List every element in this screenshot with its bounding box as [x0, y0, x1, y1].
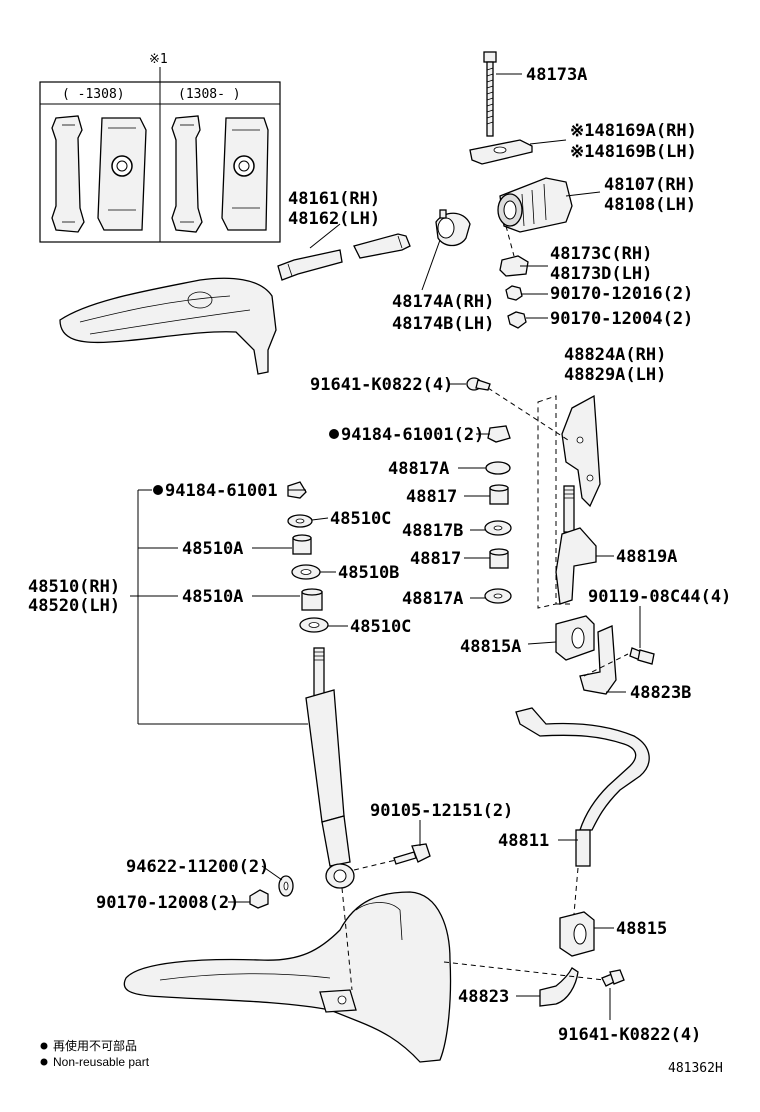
bolt-48173a-icon	[483, 51, 497, 137]
upper-arm-icon	[59, 277, 277, 375]
label-48173a: 48173A	[526, 65, 587, 85]
shim-bracket-icon	[97, 117, 147, 231]
nut-90170-12008-icon	[249, 889, 269, 909]
washer-48510c-bottom-icon	[299, 617, 329, 633]
label-48817b: 48817B	[402, 521, 463, 541]
bushing-48815a-icon	[555, 615, 595, 661]
label-48174b: 48174B(LH)	[392, 314, 494, 334]
label-48510a-top: 48510A	[182, 539, 243, 559]
bracket-48823-icon	[539, 967, 579, 1007]
label-48817-bottom: 48817	[410, 549, 461, 569]
cushion-48817-bottom-icon	[489, 548, 509, 569]
nut-90170-12016-icon	[505, 285, 523, 301]
label-94184-a: 94184-61001(2)	[341, 425, 484, 445]
label-48510b: 48510B	[338, 563, 399, 583]
label-48174a: 48174A(RH)	[392, 292, 494, 312]
non-reusable-dot-icon	[153, 485, 163, 495]
bolt-90119-icon	[629, 647, 655, 665]
label-94622: 94622-11200(2)	[126, 857, 269, 877]
bolt-91641-bottom-icon	[601, 969, 625, 987]
label-48510c-bottom: 48510C	[350, 617, 411, 637]
label-90170-12004: 90170-12004(2)	[550, 309, 693, 329]
retainer-48817b-icon	[484, 520, 512, 536]
part-labels: 48173A ※148169A(RH) ※148169B(LH) 48107(R…	[28, 65, 731, 1045]
label-48815: 48815	[616, 919, 667, 939]
label-48823: 48823	[458, 987, 509, 1007]
stopper-48173c-icon	[499, 255, 529, 277]
label-91641-bottom: 91641-K0822(4)	[558, 1025, 701, 1045]
inset-col-right: (1308- )	[178, 87, 241, 102]
label-48811: 48811	[498, 831, 549, 851]
stabilizer-bar-icon	[515, 707, 650, 867]
label-48107: 48107(RH)	[604, 175, 696, 195]
lower-arm-icon	[123, 891, 452, 1063]
label-48162: 48162(LH)	[288, 209, 380, 229]
washer-94622-icon	[278, 875, 294, 897]
washer-48817a-bottom-icon	[484, 588, 512, 604]
retainer-48169-icon	[469, 139, 533, 165]
label-48819a: 48819A	[616, 547, 677, 567]
bolt-90105-icon	[393, 843, 431, 865]
label-48829a: 48829A(LH)	[564, 365, 666, 385]
bolt-91641-top-icon	[466, 377, 491, 391]
shim-plate-new-icon	[171, 115, 203, 233]
label-48823b: 48823B	[630, 683, 691, 703]
bracket-48823b-icon	[579, 625, 617, 695]
label-48510a-bottom: 48510A	[182, 587, 243, 607]
label-48817a-top: 48817A	[388, 459, 449, 479]
camber-shaft-icon	[277, 233, 411, 281]
label-48169a: ※148169A(RH)	[570, 121, 697, 141]
inset-panel: ※1 ( -1308) (1308- )	[39, 52, 281, 243]
legend-note-jp: 再使用不可部品	[53, 1038, 137, 1053]
label-48817a-bottom: 48817A	[402, 589, 463, 609]
cushion-48817-top-icon	[489, 484, 509, 505]
label-91641-top: 91641-K0822(4)	[310, 375, 453, 395]
bracket-48824a-icon	[561, 394, 601, 508]
cushion-48510a-top-icon	[292, 534, 312, 555]
label-48169b: ※148169B(LH)	[570, 142, 697, 162]
bushing-48815-icon	[559, 911, 595, 957]
legend-dot-icon	[40, 1042, 48, 1050]
shim-bracket-new-icon	[221, 117, 269, 231]
inset-col-left: ( -1308)	[62, 87, 125, 102]
retainer-48510b-icon	[291, 564, 321, 580]
shock-absorber-icon	[305, 647, 355, 889]
label-90105: 90105-12151(2)	[370, 801, 513, 821]
label-90170-12016: 90170-12016(2)	[550, 284, 693, 304]
label-48824a: 48824A(RH)	[564, 345, 666, 365]
inset-mark: ※1	[149, 52, 168, 67]
label-48173c: 48173C(RH)	[550, 244, 652, 264]
non-reusable-dot-icon	[329, 429, 339, 439]
label-48173d: 48173D(LH)	[550, 264, 652, 284]
label-48161: 48161(RH)	[288, 189, 380, 209]
label-90170-12008: 90170-12008(2)	[96, 893, 239, 913]
label-90119: 90119-08C44(4)	[588, 587, 731, 607]
leader-lines	[130, 73, 641, 1020]
nut-94184-a-icon	[487, 425, 511, 443]
label-48520lh: 48520(LH)	[28, 596, 120, 616]
label-48108: 48108(LH)	[604, 195, 696, 215]
bushing-cover-icon	[435, 209, 471, 247]
diagram-id: 481362H	[668, 1061, 723, 1076]
label-48510rh: 48510(RH)	[28, 577, 120, 597]
link-48819a-icon	[555, 485, 597, 605]
label-48815a: 48815A	[460, 637, 521, 657]
label-94184-b: 94184-61001	[165, 481, 278, 501]
washer-48817a-top-icon	[485, 461, 511, 475]
label-48510c-top: 48510C	[330, 509, 391, 529]
label-48817-top: 48817	[406, 487, 457, 507]
nut-90170-12004-icon	[507, 311, 527, 329]
legend-note-en: Non-reusable part	[53, 1055, 150, 1069]
bushing-48107-icon	[497, 177, 573, 233]
washer-48510c-top-icon	[287, 514, 313, 528]
legend: 再使用不可部品 Non-reusable part	[40, 1038, 150, 1069]
shim-plate-icon	[51, 115, 85, 233]
legend-dot-icon	[40, 1058, 48, 1066]
cushion-48510a-bottom-icon	[301, 588, 323, 611]
